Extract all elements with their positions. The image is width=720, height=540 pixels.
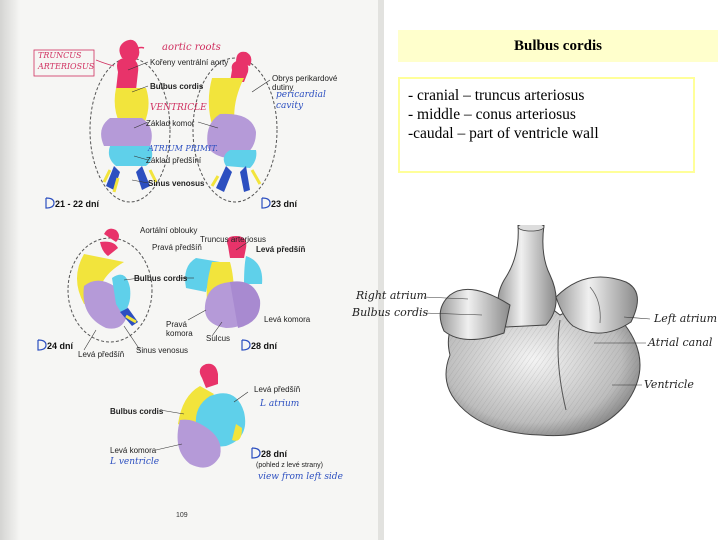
stage-24-days: 24 dní: [47, 341, 74, 351]
heart-23-days: [192, 51, 278, 203]
heart-28-days-left-view: [155, 363, 249, 468]
hand-truncus-2: ARTERIOSUS: [38, 62, 95, 71]
stage-28-days-a: 28 dní: [251, 341, 278, 351]
label-bulbus-3: Bulbus cordis: [110, 407, 164, 416]
label-zaklad-komor: Základ komor: [146, 119, 195, 128]
label-bulbus-2: Bulbus cordis: [134, 274, 188, 283]
label-bulbus-1: Bulbus cordis: [150, 82, 204, 91]
label-aortalni: Aortální oblouky: [140, 226, 198, 235]
hand-l-ventricle: L ventricle: [110, 457, 160, 467]
label-sinus-1: Sinus venosus: [148, 179, 205, 188]
hand-view-left-side: view from left side: [258, 472, 343, 482]
label-obrys: Obrys perikardové: [272, 74, 338, 83]
embryo-heart-drawings: [33, 39, 278, 468]
hand-atrium-primit: ATRIUM PRIMIT.: [148, 144, 218, 153]
heart-24-days: [67, 228, 153, 351]
hand-truncus-1: TRUNCUS: [38, 51, 82, 60]
label-ventricle: Ventricle: [644, 378, 694, 391]
label-dutiny: dutiny: [272, 83, 294, 92]
label-atrial-canal: Atrial canal: [648, 336, 713, 349]
label-zaklad-predsini: Základ předšíní: [146, 156, 202, 165]
stage-23-days: 23 dní: [271, 199, 298, 209]
heart-21-22-days: [89, 39, 171, 203]
page-edge: [378, 0, 384, 540]
label-prava-komora-1: Pravá: [166, 320, 187, 329]
stage-28-days-b: 28 dní: [261, 449, 288, 459]
content-line-middle: - middle – conus arteriosus: [408, 106, 576, 123]
label-leva-komora-2: Levá komora: [110, 446, 157, 455]
hand-pericardial-2: cavity: [276, 101, 304, 111]
hand-aortic-roots: aortic roots: [162, 42, 221, 53]
heart-28-days-front: [180, 236, 263, 337]
label-bulbus-cordis: Bulbus cordis: [352, 306, 429, 319]
label-leva-predsin-1: Levá předšíň: [256, 245, 306, 254]
content-line-caudal: -caudal – part of ventricle wall: [408, 125, 599, 142]
label-leva-komora-1: Levá komora: [264, 315, 311, 324]
label-korany: Kořeny ventrální aorty: [150, 58, 229, 67]
hand-ventricle: VENTRICLE: [150, 103, 207, 113]
label-prava-komora-2: komora: [166, 329, 193, 338]
slide-content-box: - cranial – truncus arteriosus - middle …: [398, 77, 695, 173]
heart-engraving: [423, 222, 651, 437]
hand-l-atrium: L atrium: [260, 399, 300, 409]
slide-title: Bulbus cordis: [398, 30, 718, 62]
textbook-page-image: Kořeny ventrální aorty Bulbus cordis Obr…: [0, 0, 384, 540]
label-prava-predsin: Pravá předšíň: [152, 243, 202, 252]
truncus-note-frame: [33, 49, 95, 77]
label-sulcus: Sulcus: [206, 334, 231, 343]
stage-21-22-days: 21 - 22 dní: [55, 199, 100, 209]
label-sinus-2: Sinus venosus: [136, 346, 189, 355]
hand-pericardial-1: pericardial: [276, 90, 326, 100]
label-pohled: (pohled z levé strany): [256, 462, 323, 469]
label-leva-predsin-2: Levá předšíň: [78, 350, 125, 359]
page-gutter-shadow: [0, 0, 20, 540]
stage-d-marks: [37, 197, 271, 459]
label-right-atrium: Right atrium: [356, 289, 428, 302]
label-leva-predsin-3: Levá předšíň: [254, 385, 301, 394]
page-number: 109: [176, 512, 188, 519]
grays-heart-figure: Right atrium Bulbus cordis Left atrium A…: [350, 222, 720, 455]
label-left-atrium: Left atrium: [654, 312, 718, 325]
content-line-cranial: - cranial – truncus arteriosus: [408, 87, 585, 104]
label-truncus: Truncus arteriosus: [200, 235, 266, 244]
